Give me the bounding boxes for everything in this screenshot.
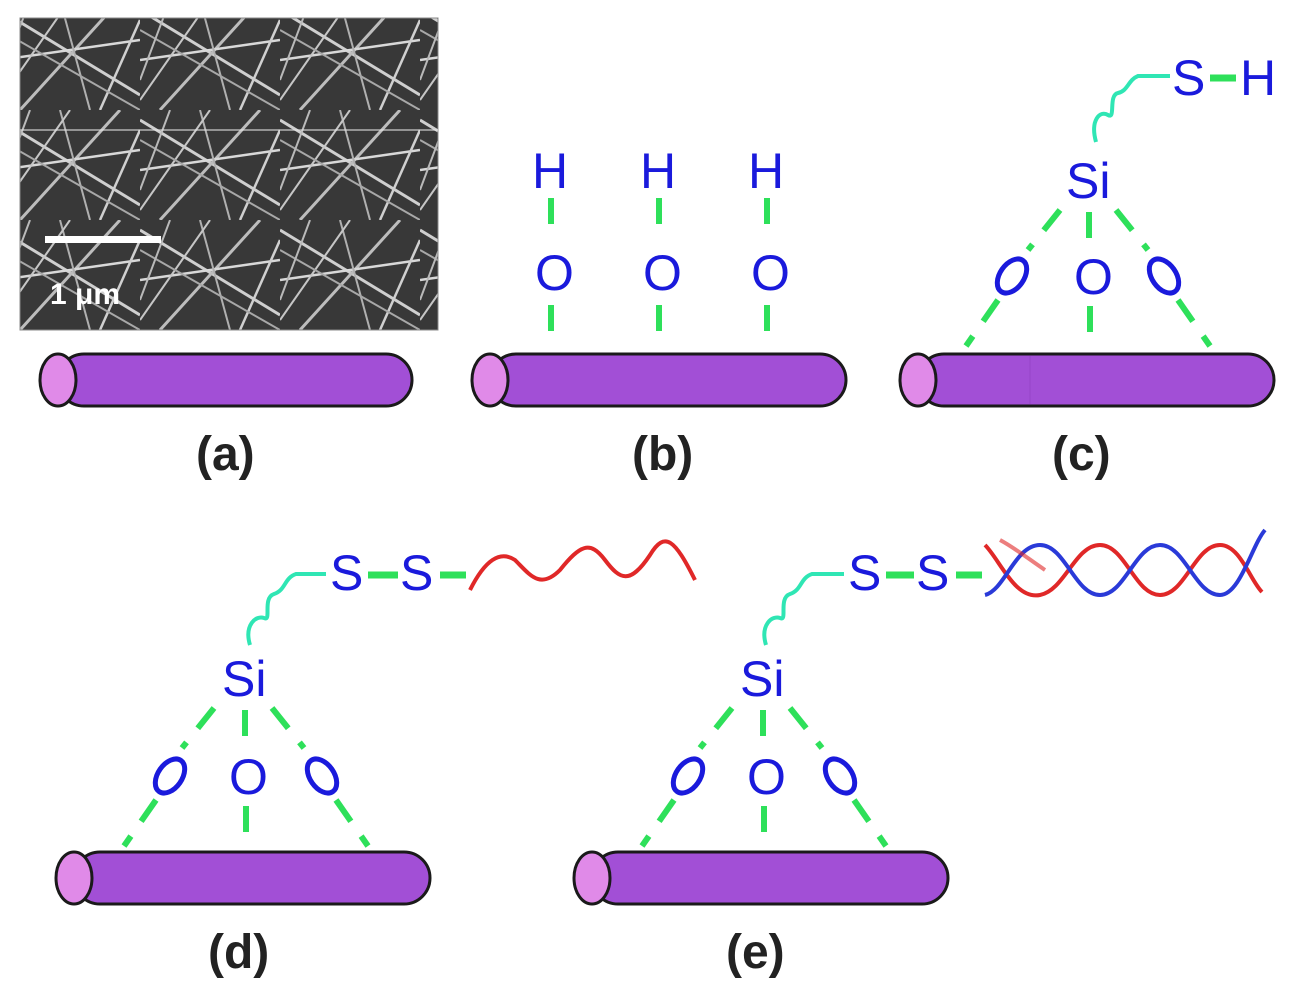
siloxane-bonds-e: O xyxy=(639,706,889,848)
panel-label-e: (e) xyxy=(726,926,785,979)
linker-chain-d xyxy=(246,572,326,646)
nanorod-b xyxy=(470,352,848,408)
linker-chain-c xyxy=(1092,74,1170,143)
siloxane-bonds-d: O xyxy=(121,706,371,848)
svg-text:O: O xyxy=(535,245,574,301)
nanorod-a xyxy=(38,352,414,408)
svg-text:S: S xyxy=(916,545,949,601)
panel-label-c: (c) xyxy=(1052,428,1111,481)
svg-text:O: O xyxy=(751,245,790,301)
svg-text:O: O xyxy=(747,749,786,805)
svg-text:O: O xyxy=(229,749,268,805)
svg-text:O: O xyxy=(643,245,682,301)
nanorod-e xyxy=(572,850,950,906)
panel-c: S H Si O (c) xyxy=(898,50,1276,481)
panel-label-d: (d) xyxy=(208,926,269,979)
silicon-atom-e: Si xyxy=(740,651,784,707)
svg-text:H: H xyxy=(640,143,676,199)
scale-bar xyxy=(45,236,161,243)
linker-chain-e xyxy=(762,572,844,646)
panel-e: S S Si O (e) xyxy=(572,528,1267,979)
panel-a: 1 μm (a) xyxy=(19,17,439,481)
silicon-atom-d: Si xyxy=(222,651,266,707)
hydroxyl-group-3: H O xyxy=(748,143,790,345)
nanorod-d xyxy=(54,850,432,906)
sem-micrograph: 1 μm xyxy=(19,17,439,331)
ssdna-strand xyxy=(468,539,697,591)
siloxane-bonds-c: O xyxy=(963,208,1213,348)
svg-text:H: H xyxy=(748,143,784,199)
svg-text:S: S xyxy=(330,545,363,601)
svg-text:O: O xyxy=(1074,249,1113,305)
panel-label-a: (a) xyxy=(196,428,255,481)
svg-text:S: S xyxy=(1172,50,1205,106)
nanorod-c xyxy=(898,352,1276,408)
svg-text:S: S xyxy=(400,545,433,601)
svg-text:H: H xyxy=(1240,50,1276,106)
svg-text:S: S xyxy=(848,545,881,601)
thiol-group: S H xyxy=(1172,50,1276,106)
disulfide-group-e: S S xyxy=(848,545,982,601)
scale-bar-label: 1 μm xyxy=(50,278,120,311)
svg-text:H: H xyxy=(532,143,568,199)
silicon-atom-c: Si xyxy=(1066,153,1110,209)
dsdna-helix xyxy=(983,528,1267,598)
hydroxyl-group-2: H O xyxy=(640,143,682,345)
panel-b: H O H O H O (b) xyxy=(470,143,848,481)
panel-d: S S Si O (d) xyxy=(54,539,697,979)
panel-label-b: (b) xyxy=(632,428,693,481)
hydroxyl-group-1: H O xyxy=(532,143,574,345)
disulfide-group-d: S S xyxy=(330,545,466,601)
